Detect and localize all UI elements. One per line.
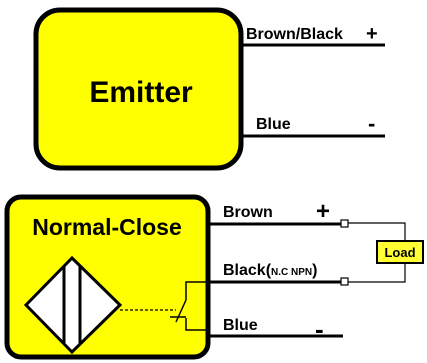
receiver-wire-blue-polarity: - bbox=[315, 314, 324, 344]
emitter-block: Emitter Brown/Black + Blue - bbox=[33, 7, 385, 171]
emitter-title: Emitter bbox=[89, 76, 193, 109]
receiver-block: Normal-Close Brown + Black(N.C NPN) Blue… bbox=[4, 194, 424, 360]
load-box bbox=[376, 240, 424, 264]
emitter-box bbox=[33, 7, 244, 171]
emitter-wire-negative-label: Blue bbox=[256, 116, 291, 133]
load-wire-lower bbox=[348, 263, 406, 283]
proximity-sensor-diamond-icon bbox=[23, 255, 123, 355]
nc-contact-symbol bbox=[170, 281, 208, 331]
emitter-wire-positive-polarity: + bbox=[366, 23, 378, 45]
receiver-wire-black-sublabel: N.C NPN bbox=[271, 267, 312, 278]
emitter-wire-positive-label: Brown/Black bbox=[246, 26, 343, 43]
receiver-wire-brown-label: Brown bbox=[223, 204, 273, 221]
terminal-black bbox=[340, 277, 349, 286]
terminal-brown bbox=[340, 219, 349, 228]
receiver-title: Normal-Close bbox=[32, 214, 182, 240]
load-label: Load bbox=[384, 245, 415, 260]
load-wire-upper bbox=[348, 222, 406, 241]
emitter-wire-negative-polarity: - bbox=[368, 111, 375, 136]
receiver-wire-blue-label: Blue bbox=[223, 317, 258, 334]
receiver-wire-black-label: Black(N.C NPN) bbox=[223, 262, 317, 279]
receiver-wire-brown-polarity: + bbox=[316, 198, 330, 225]
